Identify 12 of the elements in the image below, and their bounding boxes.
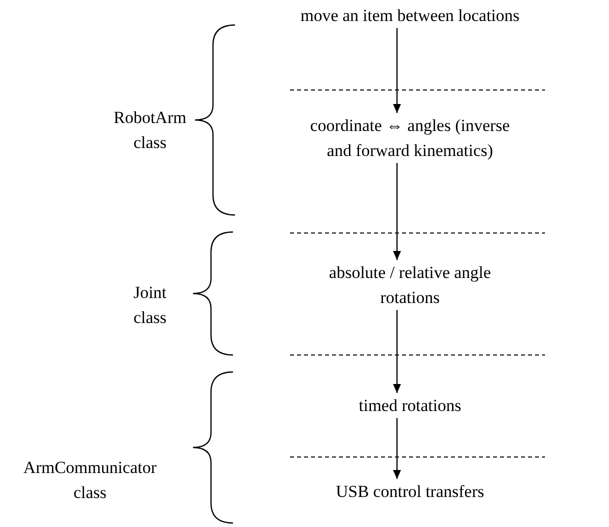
step-text: USB control transfers	[300, 479, 520, 504]
class-label: RobotArm class	[112, 107, 188, 154]
step-text: absolute / relative angle rotations	[300, 260, 520, 310]
step-text: move an item between locations	[300, 3, 520, 28]
arrow	[393, 163, 401, 260]
class-label: Joint class	[132, 282, 168, 329]
arrow	[393, 310, 401, 393]
step-text: coordinate ⇔ angles (inverse and forward kinematics)	[300, 113, 520, 163]
step-text: timed rotations	[300, 393, 520, 418]
arrow	[393, 28, 401, 113]
arrow	[393, 418, 401, 479]
class-label: ArmCommunicator class	[22, 457, 158, 504]
